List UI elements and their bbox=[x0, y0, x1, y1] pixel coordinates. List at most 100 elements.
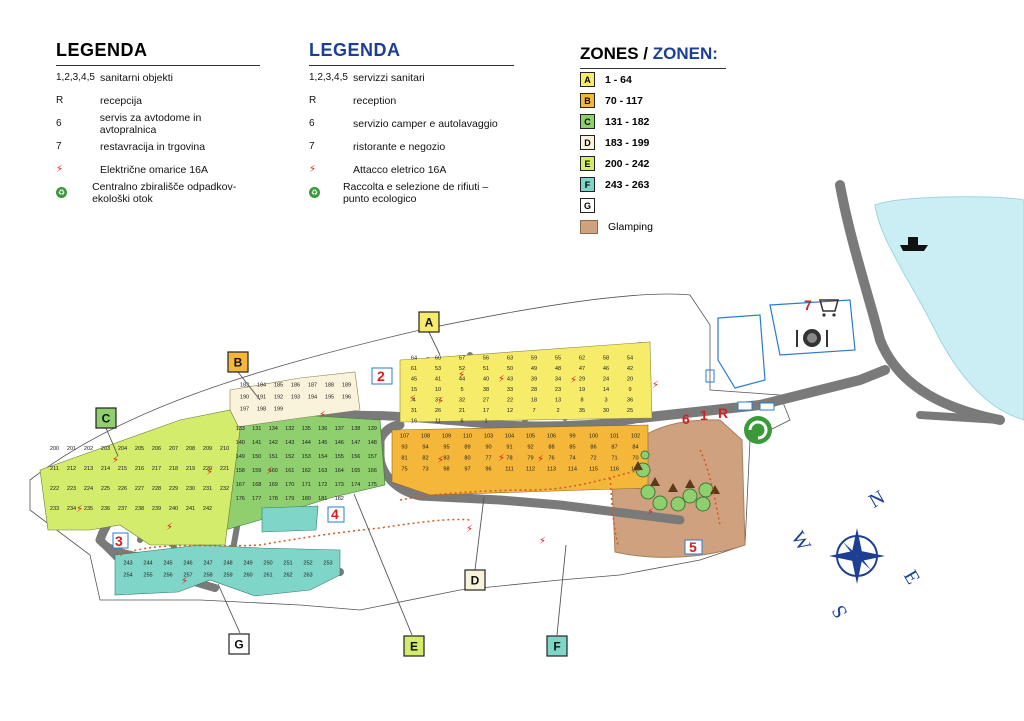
lightning-icon: ⚡ bbox=[309, 164, 317, 175]
plot-number: 50 bbox=[507, 366, 513, 372]
zone-a-plots bbox=[399, 341, 653, 423]
plot-number: 152 bbox=[285, 454, 294, 460]
plot-number: 181 bbox=[318, 496, 327, 502]
legend-row: ⚡Električne omarice 16A bbox=[56, 158, 260, 181]
plot-number: 208 bbox=[186, 446, 195, 452]
lightning-icon: ⚡ bbox=[570, 375, 577, 386]
plot-number: 192 bbox=[274, 394, 283, 400]
plot-number: 145 bbox=[318, 440, 327, 446]
plot-number: 109 bbox=[442, 434, 451, 440]
plot-number: 38 bbox=[483, 387, 489, 393]
legend-label: Centralno zbirališče odpadkov-ekološki o… bbox=[92, 180, 237, 205]
lightning-icon: ⚡ bbox=[437, 455, 444, 466]
plot-number: 207 bbox=[169, 446, 178, 452]
plot-number: 115 bbox=[589, 467, 598, 473]
plot-number: 71 bbox=[611, 456, 617, 462]
plot-number: 14 bbox=[603, 387, 609, 393]
legend-key: 6 bbox=[309, 118, 315, 129]
plot-number: 57 bbox=[459, 355, 465, 361]
plot-number: 204 bbox=[118, 446, 127, 452]
plot-number: 230 bbox=[186, 486, 195, 492]
plot-number: 248 bbox=[223, 560, 232, 566]
plot-number: 191 bbox=[257, 394, 266, 400]
plot-number: 4 bbox=[412, 397, 415, 403]
zone-f-plots-north bbox=[261, 505, 319, 533]
plot-number: 94 bbox=[422, 445, 428, 451]
plot-number: 29 bbox=[579, 376, 585, 382]
plot-number: 70 bbox=[632, 456, 638, 462]
zone-f-plots bbox=[114, 544, 341, 597]
zone-label-g: G bbox=[234, 638, 243, 652]
plot-number: 257 bbox=[183, 572, 192, 578]
legend-key: 7 bbox=[309, 141, 315, 152]
boat-icon bbox=[900, 237, 928, 251]
plot-number: 61 bbox=[411, 366, 417, 372]
lightning-icon: ⚡ bbox=[458, 370, 465, 381]
zone-swatch: D bbox=[580, 135, 595, 150]
plot-number: 89 bbox=[464, 445, 470, 451]
plot-number: 20 bbox=[627, 376, 633, 382]
plot-number: 101 bbox=[610, 434, 619, 440]
plot-number: 36 bbox=[627, 397, 633, 403]
eco-island-icon bbox=[744, 416, 772, 444]
plot-number: 244 bbox=[143, 560, 152, 566]
plot-number: 88 bbox=[548, 445, 554, 451]
plot-number: 93 bbox=[401, 445, 407, 451]
plot-number: 164 bbox=[335, 468, 344, 474]
plot-number: 54 bbox=[627, 355, 633, 361]
facility-label-R: R bbox=[718, 405, 728, 421]
plot-number: 27 bbox=[483, 397, 489, 403]
plot-number: 197 bbox=[240, 406, 249, 412]
lightning-icon: ⚡ bbox=[266, 466, 273, 477]
electric-lines bbox=[119, 449, 721, 556]
zone-b-plots bbox=[391, 424, 649, 496]
plot-number: 99 bbox=[569, 434, 575, 440]
plot-number: 7 bbox=[532, 408, 535, 414]
legend-label: recepcija bbox=[100, 94, 143, 107]
plot-number: 165 bbox=[351, 468, 360, 474]
zone-label-box bbox=[227, 351, 249, 373]
plot-number: 137 bbox=[335, 426, 344, 432]
plot-number: 196 bbox=[342, 394, 351, 400]
plot-number: 111 bbox=[505, 467, 514, 473]
plot-number: 184 bbox=[257, 382, 266, 388]
zone-label-f: F bbox=[553, 640, 560, 654]
plot-number: 113 bbox=[547, 467, 556, 473]
plot-number: 155 bbox=[335, 454, 344, 460]
plot-number: 262 bbox=[283, 572, 292, 578]
plot-number: 102 bbox=[631, 434, 640, 440]
plot-number: 9 bbox=[628, 387, 631, 393]
plot-number: 105 bbox=[526, 434, 535, 440]
plot-number: 18 bbox=[531, 397, 537, 403]
plot-number: 250 bbox=[263, 560, 272, 566]
glamping-label: Glamping bbox=[608, 220, 653, 233]
plot-number: 158 bbox=[236, 468, 245, 474]
legend-label: reception bbox=[353, 94, 397, 107]
zone-swatch: B bbox=[580, 93, 595, 108]
facility-labels: 1 2 3 4 5 6 7 R bbox=[112, 297, 812, 555]
lightning-icon: ⚡ bbox=[498, 374, 505, 385]
zone-label-d: D bbox=[471, 574, 480, 588]
plot-number: 179 bbox=[285, 496, 294, 502]
plot-number: 256 bbox=[163, 572, 172, 578]
lightning-icon: ⚡ bbox=[76, 504, 83, 515]
plot-number: 153 bbox=[302, 454, 311, 460]
plot-number: 58 bbox=[603, 355, 609, 361]
plot-number: 135 bbox=[302, 426, 311, 432]
plot-number: 46 bbox=[603, 366, 609, 372]
facility-label-7: 7 bbox=[804, 297, 812, 313]
plot-number: 167 bbox=[236, 482, 245, 488]
sea bbox=[874, 196, 1024, 421]
zone-label-box bbox=[418, 311, 440, 333]
plot-number: 73 bbox=[422, 467, 428, 473]
plot-number: 86 bbox=[590, 445, 596, 451]
zone-label-a: A bbox=[425, 316, 434, 330]
zone-callouts bbox=[105, 329, 567, 636]
plot-number: 168 bbox=[252, 482, 261, 488]
